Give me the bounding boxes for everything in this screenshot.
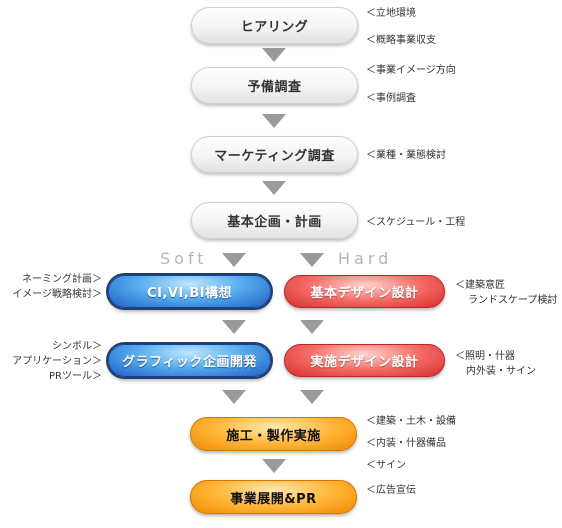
step-execution-design-label: 実施デザイン設計 — [310, 355, 419, 370]
step-ci-vi-bi: CI,VI,BI構想 — [108, 275, 271, 308]
arrow-down-icon — [222, 390, 246, 404]
arrow-down-icon — [262, 114, 286, 128]
arrow-down-icon — [300, 253, 324, 267]
step-hearing: ヒアリング — [191, 7, 358, 44]
step-production: 施工・製作実施 — [190, 417, 357, 451]
note-hearing-2: ＜概略事業収支 — [366, 35, 436, 46]
step-pr: 事業展開&PR — [190, 480, 357, 514]
note-graphic-left-3: PRツール＞ — [49, 371, 102, 382]
split-hard-label: Hard — [338, 249, 393, 268]
arrow-down-icon — [222, 320, 246, 334]
note-graphic-left-1: シンボル＞ — [52, 341, 102, 352]
step-preliminary-label: 予備調査 — [247, 80, 302, 95]
note-preliminary-1: ＜事業イメージ方向 — [366, 65, 456, 76]
note-basic-design-2: ランドスケープ検討 — [468, 295, 558, 306]
note-preliminary-2: ＜事例調査 — [366, 93, 416, 104]
step-execution-design: 実施デザイン設計 — [284, 344, 445, 377]
note-basic-plan-1: ＜スケジュール・工程 — [366, 217, 466, 228]
step-graphic: グラフィック企画開発 — [108, 344, 271, 377]
split-soft-label: Soft — [160, 249, 208, 268]
step-pr-label: 事業展開&PR — [230, 491, 317, 507]
step-graphic-label: グラフィック企画開発 — [122, 355, 257, 370]
note-ci-left-1: ネーミング計画＞ — [22, 274, 102, 285]
step-basic-design-label: 基本デザイン設計 — [310, 286, 419, 301]
note-pr-1: ＜広告宣伝 — [366, 485, 416, 496]
note-hearing-1: ＜立地環境 — [366, 8, 416, 19]
step-marketing: マーケティング調査 — [191, 136, 358, 173]
arrow-down-icon — [300, 390, 324, 404]
step-preliminary: 予備調査 — [191, 67, 358, 104]
step-basic-plan-label: 基本企画・計画 — [227, 215, 322, 230]
note-execution-1: ＜照明・什器 — [455, 351, 515, 362]
step-basic-plan: 基本企画・計画 — [191, 202, 358, 239]
note-marketing-1: ＜業種・業態検討 — [366, 150, 446, 161]
arrow-down-icon — [222, 253, 246, 267]
step-basic-design: 基本デザイン設計 — [284, 275, 445, 308]
step-production-label: 施工・製作実施 — [226, 428, 321, 444]
note-production-2: ＜内装・什器備品 — [366, 438, 446, 449]
note-production-3: ＜サイン — [366, 460, 406, 471]
arrow-down-icon — [262, 459, 286, 473]
note-graphic-left-2: アプリケーション＞ — [12, 356, 102, 367]
note-production-1: ＜建築・土木・設備 — [366, 416, 456, 427]
note-execution-2: 内外装・サイン — [466, 366, 536, 377]
arrow-down-icon — [300, 320, 324, 334]
note-ci-left-2: イメージ戦略検討＞ — [12, 289, 102, 300]
arrow-down-icon — [262, 48, 286, 62]
step-marketing-label: マーケティング調査 — [214, 149, 335, 164]
arrow-down-icon — [262, 181, 286, 195]
note-basic-design-1: ＜建築意匠 — [455, 280, 505, 291]
step-hearing-label: ヒアリング — [240, 20, 309, 35]
step-ci-vi-bi-label: CI,VI,BI構想 — [147, 286, 232, 301]
